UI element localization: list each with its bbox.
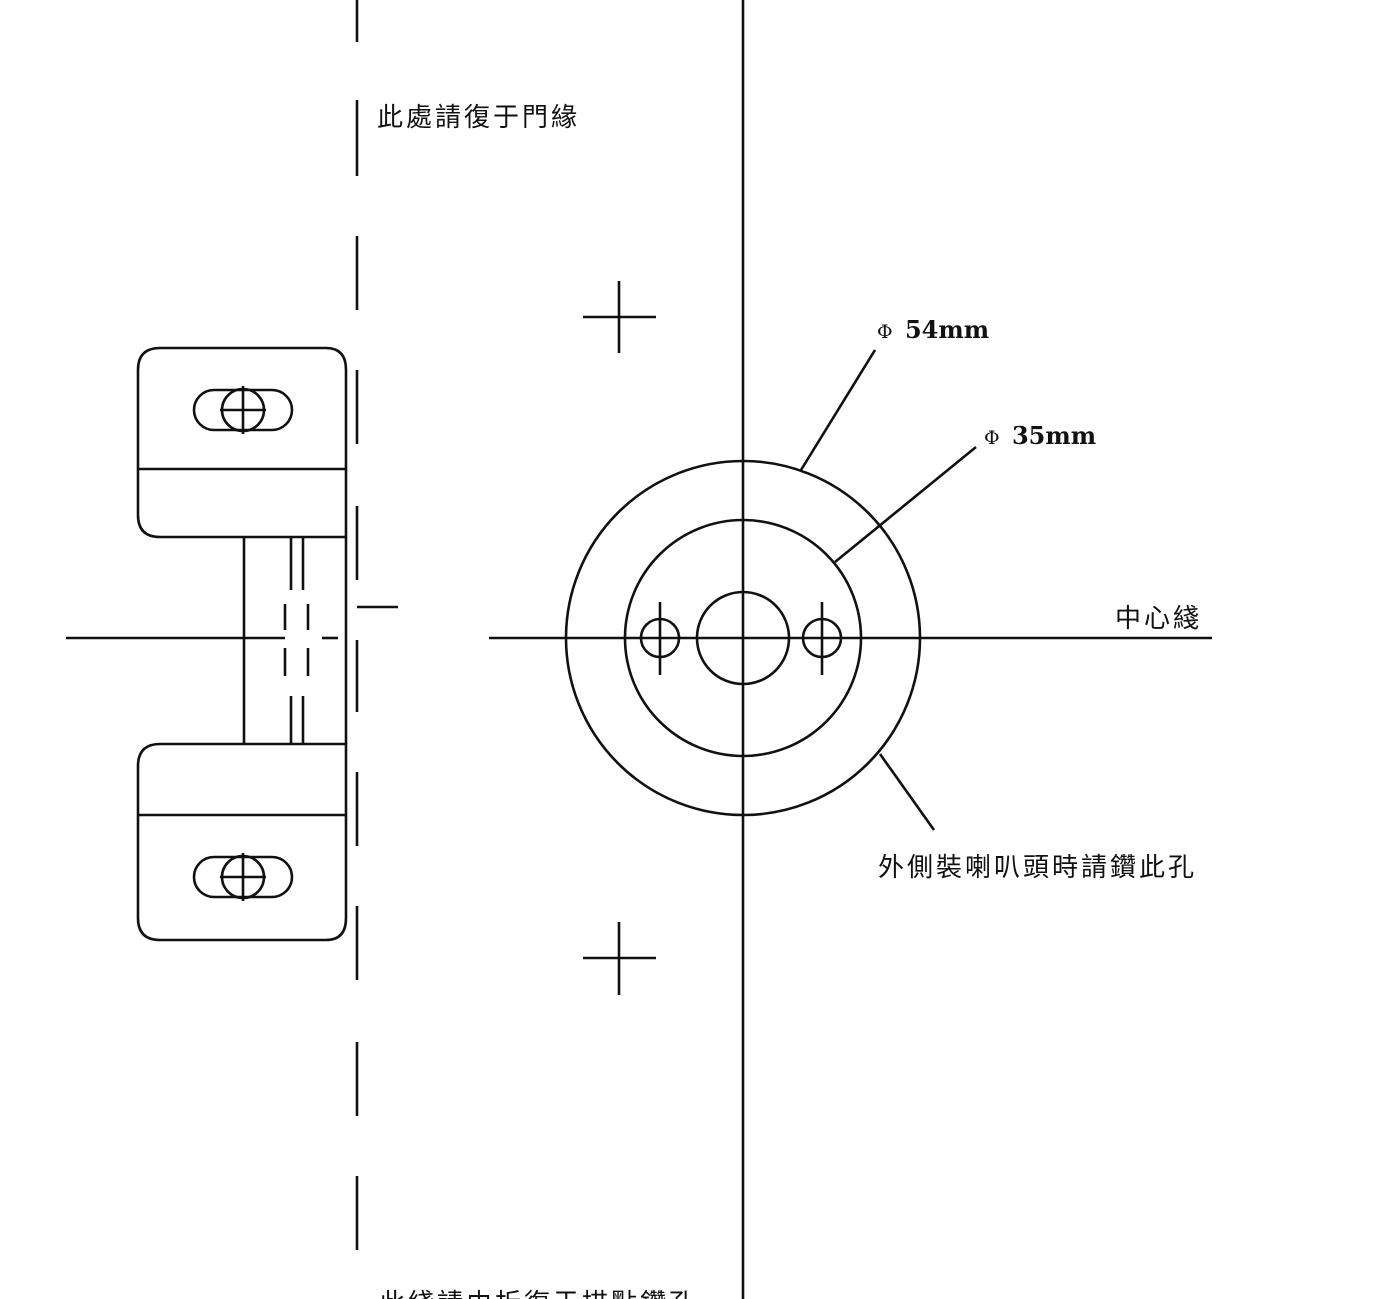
left-mounting-hole-icon bbox=[639, 602, 681, 675]
outer-hole-note: 外側裝喇叭頭時請鑽此孔 bbox=[878, 853, 1197, 883]
upper-latch-plate bbox=[136, 346, 348, 539]
lower-slot-screw-icon bbox=[192, 853, 294, 901]
center-line-label: 中心綫 bbox=[1115, 604, 1202, 634]
diameter-symbol: Φ bbox=[984, 427, 1000, 449]
fold-line-note: 此綫請由折復于描點鑽孔 bbox=[379, 1289, 698, 1299]
diameter-symbol: Φ bbox=[877, 321, 893, 343]
latch-assembly bbox=[136, 346, 348, 942]
outer-diameter-leader bbox=[799, 349, 877, 471]
spindle-hole-circle bbox=[695, 590, 791, 686]
right-mounting-hole-icon bbox=[801, 602, 843, 675]
outer-bore-circle bbox=[564, 459, 922, 817]
outer-hole-note-leader bbox=[878, 753, 936, 831]
door-edge-note: 此處請復于門緣 bbox=[377, 103, 580, 133]
lower-latch-plate bbox=[136, 742, 348, 942]
upper-registration-cross bbox=[583, 281, 656, 353]
inner-diameter-leader bbox=[834, 445, 977, 564]
inner-diameter-label: Φ 35mm bbox=[984, 421, 1096, 450]
lower-registration-cross bbox=[583, 922, 656, 995]
inner-bore-circle bbox=[623, 518, 863, 758]
upper-slot-screw-icon bbox=[192, 386, 294, 434]
outer-diameter-label: Φ 54mm bbox=[877, 315, 989, 344]
outer-diameter-value: 54mm bbox=[905, 315, 989, 344]
inner-diameter-value: 35mm bbox=[1012, 421, 1096, 450]
